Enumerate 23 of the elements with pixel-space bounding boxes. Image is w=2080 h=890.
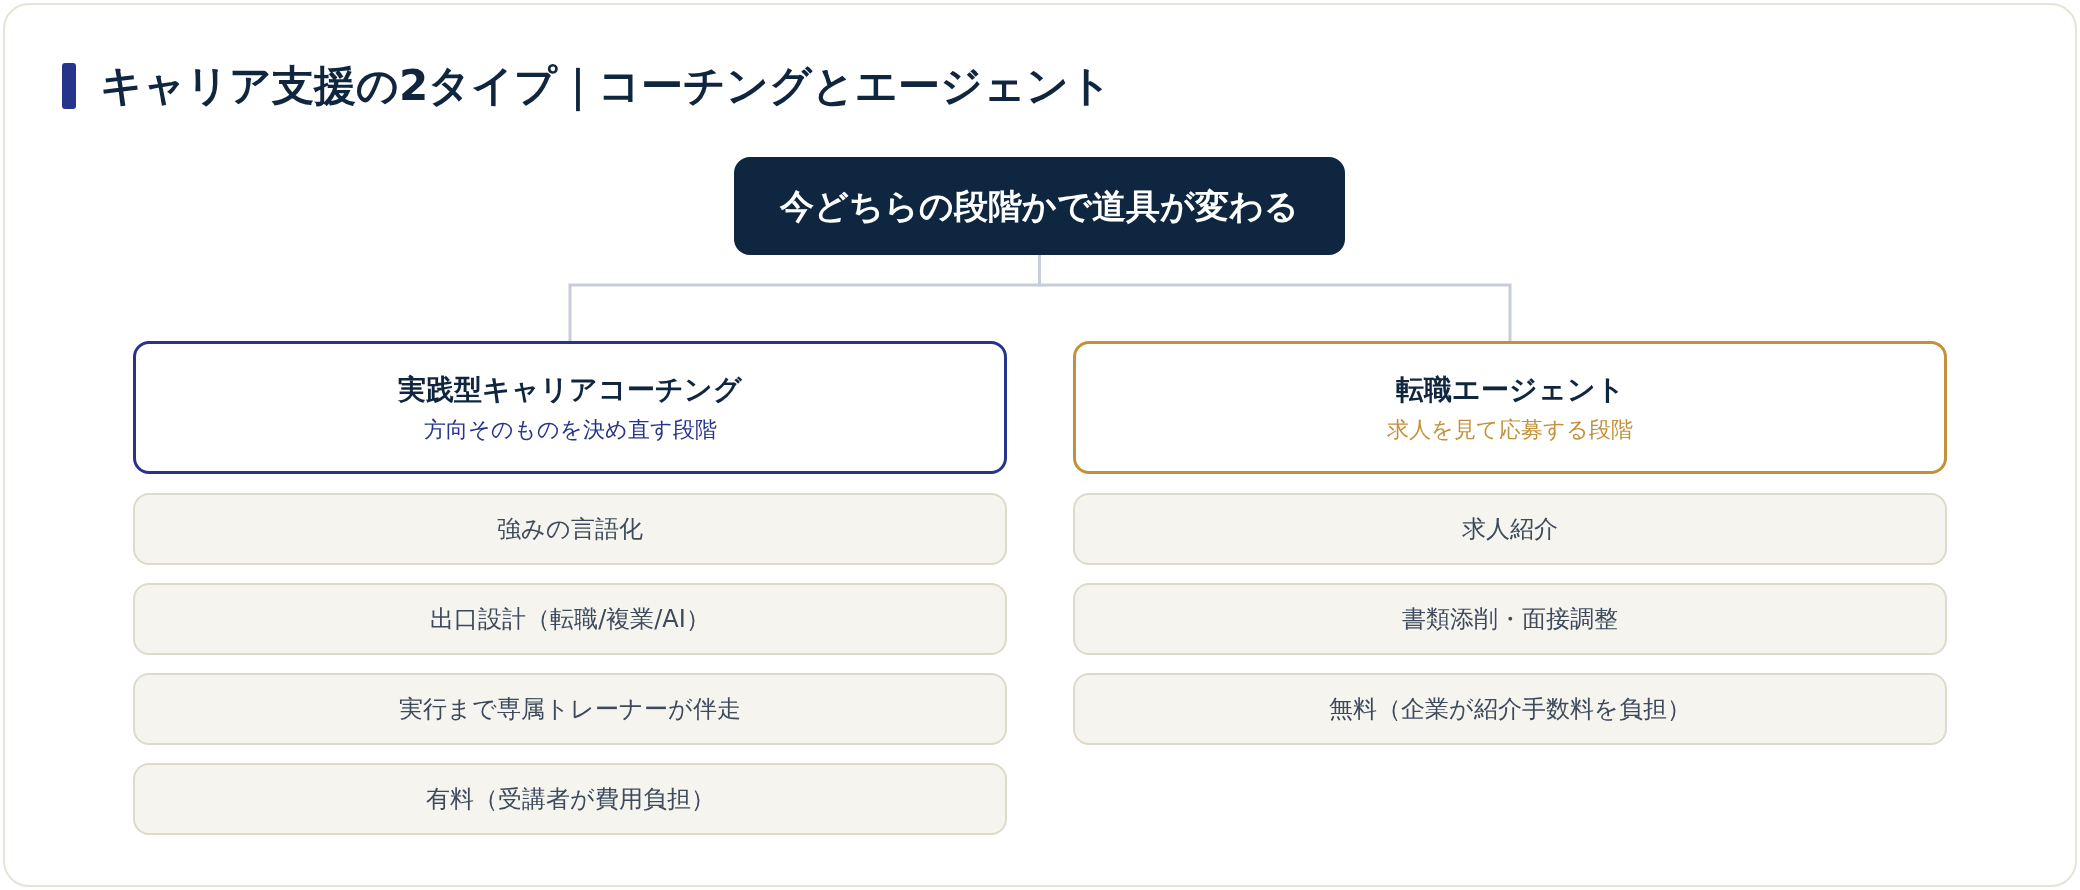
diagram-title: キャリア支援の2タイプ｜コーチングとエージェント	[100, 60, 1113, 113]
category-card	[133, 341, 1007, 474]
feature-box	[1073, 673, 1947, 745]
feature-text: 実行まで専属トレーナーが伴走	[399, 694, 741, 725]
card-subtitle: 方向そのものを決め直す段階	[423, 415, 717, 444]
question-text: 今どちらの段階かで道具が変わる	[780, 185, 1299, 228]
feature-text: 求人紹介	[1462, 514, 1558, 545]
feature-text: 無料（企業が紹介手数料を負担）	[1329, 694, 1691, 725]
feature-box	[1073, 583, 1947, 655]
question-box	[734, 157, 1345, 255]
feature-text: 強みの言語化	[497, 514, 643, 545]
feature-text: 出口設計（転職/複業/AI）	[430, 604, 710, 635]
category-card	[1073, 341, 1947, 474]
card-title: 実践型キャリアコーチング	[398, 371, 742, 408]
feature-box	[133, 763, 1007, 835]
feature-text: 書類添削・面接調整	[1402, 604, 1618, 635]
feature-text: 有料（受講者が費用負担）	[425, 784, 715, 815]
card-subtitle: 求人を見て応募する段階	[1387, 415, 1633, 444]
feature-box	[133, 583, 1007, 655]
feature-box	[133, 673, 1007, 745]
feature-box	[1073, 493, 1947, 565]
card-title: 転職エージェント	[1395, 371, 1625, 408]
feature-box	[133, 493, 1007, 565]
